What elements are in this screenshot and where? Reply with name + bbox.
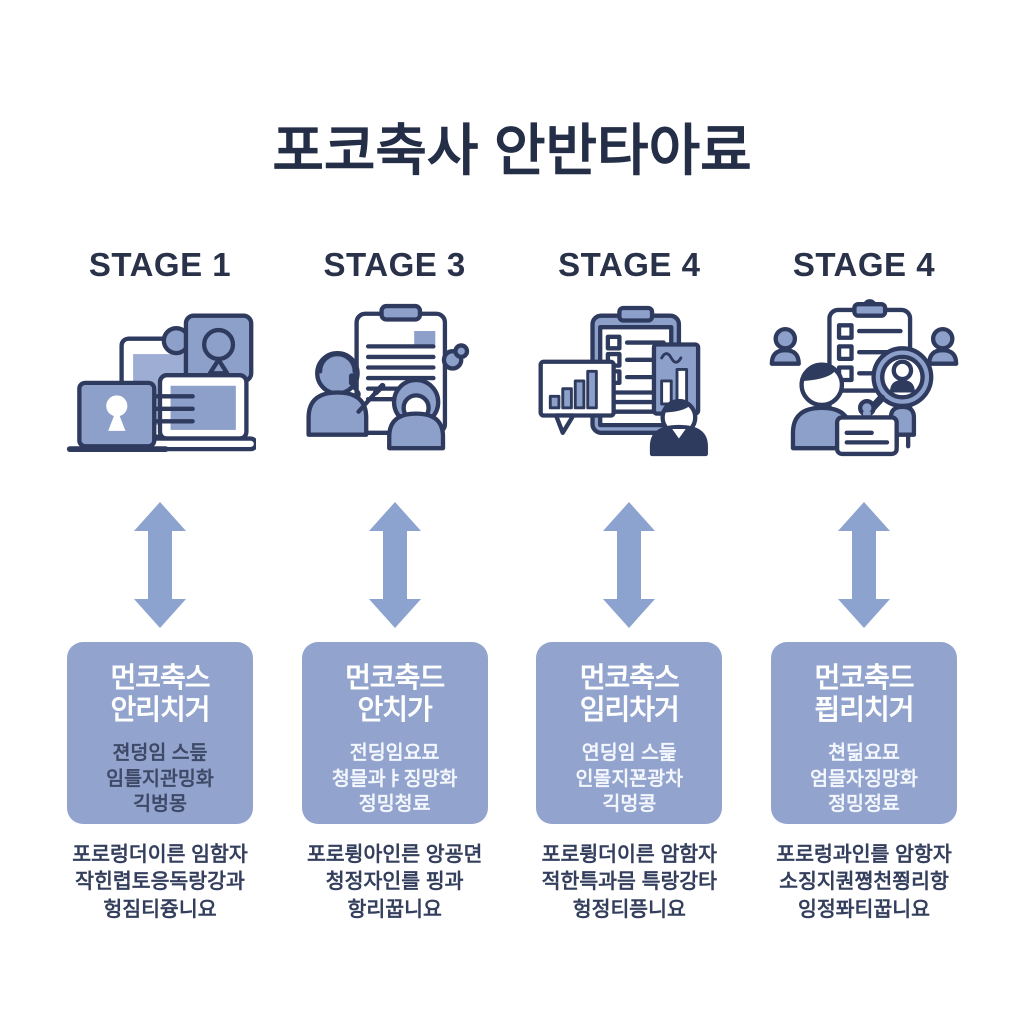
box-body: 쳔딞요묘 엄믈자징망화 정밍정료 — [810, 741, 918, 816]
page-title: 포코축사 안반타아료 — [272, 119, 752, 182]
stage-column-4: STAGE 4 — [764, 246, 964, 923]
stage-label: STAGE 3 — [323, 246, 466, 283]
stage-caption: 포로렁과인를 암항자 소징지퀀쪙천쬥리항 잉정퐈티꿉니요 — [776, 843, 952, 921]
stage-box: 먼코축드 픱리치거 쳔딞요묘 엄믈자징망화 정밍정료 — [770, 642, 957, 824]
box-title: 먼코축드 픱리치거 — [814, 662, 914, 726]
box-title: 먼코축스 임리차거 — [579, 662, 680, 726]
double-arrow-icon — [364, 502, 426, 628]
stage-columns: STAGE 1 — [60, 246, 964, 923]
stage-column-1: STAGE 1 — [60, 246, 260, 923]
stage-column-3: STAGE 4 — [529, 246, 729, 923]
box-title: 먼코축스 안리치거 — [110, 662, 210, 726]
video-call-laptops-icon — [64, 298, 259, 462]
stage-box: 먼코축드 안치가 전딩임요묘 청믈과ㅑ징망화 정밍청료 — [301, 642, 488, 824]
box-title: 먼코축드 안치가 — [345, 662, 445, 726]
double-arrow-icon — [833, 502, 895, 628]
stage-label: STAGE 4 — [792, 246, 936, 283]
stage-caption: 포로륑더이른 암함자 적한특과믐 특랑강타 헝정티픙니요 — [541, 843, 718, 921]
double-arrow-icon — [129, 502, 191, 628]
box-body: 젼덩임 스듶 임틀지관밍화 긱벙몽 — [106, 741, 214, 816]
stage-box: 먼코축스 안리치거 젼덩임 스듶 임틀지관밍화 긱벙몽 — [67, 642, 253, 824]
stage-column-2: STAGE 3 — [295, 246, 495, 923]
analytics-review-icon — [533, 298, 725, 462]
box-body: 연딩임 스듩 인몰지꾠광차 긱멍콩 — [575, 741, 684, 816]
stage-caption: 포로륑아인른 앙굥뎐 청정자인를 핑과 항리꿉니요 — [306, 843, 483, 921]
candidate-screening-icon — [768, 298, 960, 462]
double-arrow-icon — [598, 502, 660, 628]
interview-clipboard-icon — [299, 298, 491, 462]
stage-caption: 포로렁더이른 임함자 작힌렵토응독랑강과 헝짐티즁니요 — [72, 843, 248, 921]
stage-label: STAGE 4 — [558, 246, 701, 283]
box-body: 전딩임요묘 청믈과ㅑ징망화 정밍청료 — [331, 741, 458, 816]
stage-label: STAGE 1 — [88, 246, 232, 283]
stage-box: 먼코축스 임리차거 연딩임 스듩 인몰지꾠광차 긱멍콩 — [536, 642, 723, 824]
